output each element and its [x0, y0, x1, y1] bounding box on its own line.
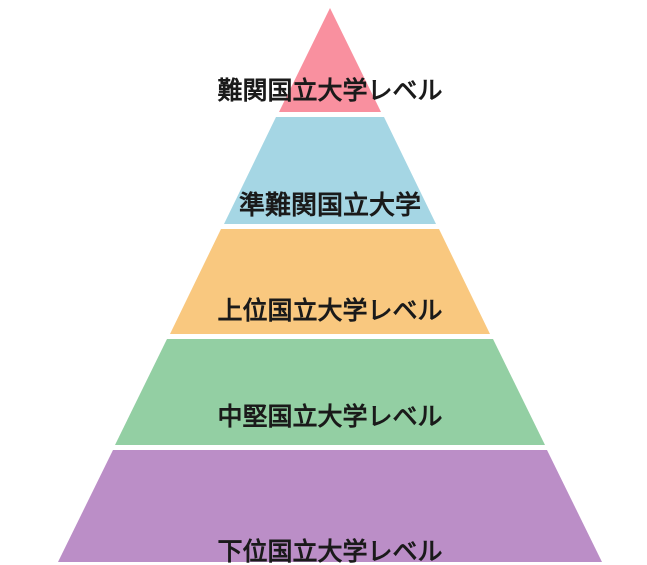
pyramid-level-3-shape	[170, 229, 490, 334]
pyramid-level-5-label: 下位国立大学レベル	[217, 537, 442, 565]
pyramid-level-5-shape	[58, 450, 602, 562]
pyramid-level-3-label: 上位国立大学レベル	[217, 296, 442, 325]
pyramid-level-1-label: 難関国立大学レベル	[217, 76, 442, 105]
pyramid-level-4-shape	[115, 339, 545, 445]
pyramid-level-1-shape	[279, 8, 381, 112]
pyramid-level-2-label: 準難関国立大学	[239, 190, 421, 221]
pyramid-level-4-label: 中堅国立大学レベル	[217, 402, 442, 431]
pyramid-level-2-shape	[224, 117, 436, 224]
